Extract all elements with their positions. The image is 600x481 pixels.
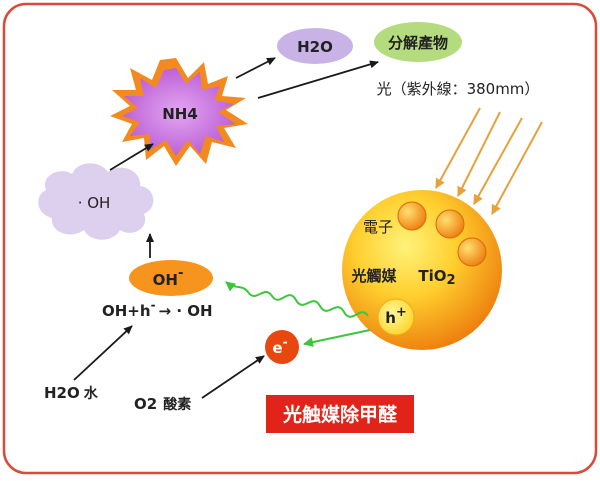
light-label: 光（紫外線：380mm） (377, 80, 540, 98)
title-banner: 光触媒除甲醛 (266, 395, 414, 433)
green-electron-arrow (303, 329, 371, 348)
uv-ray-2 (457, 111, 501, 197)
decomposed-products-label: 分解產物 (388, 34, 448, 52)
oh-radical-cloud: · OH (38, 163, 154, 240)
arrow-nh4-to-h2o (235, 57, 276, 79)
oh-minus-label: OH- (153, 266, 184, 289)
catalyst-prefix-label: 光觸媒 (350, 267, 397, 285)
electron-label: e- (272, 335, 287, 357)
electron-tag-label: 電子 (363, 218, 393, 236)
electron-ball-3 (457, 237, 487, 267)
banner-label: 光触媒除甲醛 (282, 403, 398, 426)
arrow-water-to-reaction (73, 325, 133, 381)
uv-ray-3 (473, 117, 523, 205)
tio2-sphere: 電子 光觸媒 TiO2 h+ (342, 190, 502, 350)
reaction-equation: OH+h-→ · OH (102, 298, 213, 320)
electron-ball-2 (435, 209, 465, 239)
hole-label: h+ (385, 305, 407, 327)
arrow-nh4-to-products (257, 60, 379, 99)
oh-radical-label: · OH (78, 194, 111, 212)
h2o-product-label: H2O (297, 38, 333, 56)
oh-minus-oval: OH- (129, 260, 213, 296)
electron-ball-1 (397, 201, 427, 231)
uv-light-rays (435, 107, 543, 215)
arrow-oh-to-nh4 (109, 143, 154, 171)
nh4-label: NH4 (162, 105, 198, 123)
nh4-starburst: NH4 (110, 58, 248, 166)
reaction-arrows (73, 57, 379, 399)
green-wave-arrow (225, 281, 369, 318)
hole-ball (377, 298, 415, 336)
decomposed-products-bubble: 分解產物 (374, 22, 462, 62)
h2o-product-bubble: H2O (277, 28, 353, 64)
arrow-oxygen-to-electron (201, 355, 265, 399)
uv-ray-4 (491, 121, 543, 215)
uv-ray-1 (435, 107, 481, 189)
catalyst-formula-label: TiO2 (418, 267, 455, 288)
electron-circle: e- (265, 330, 299, 364)
